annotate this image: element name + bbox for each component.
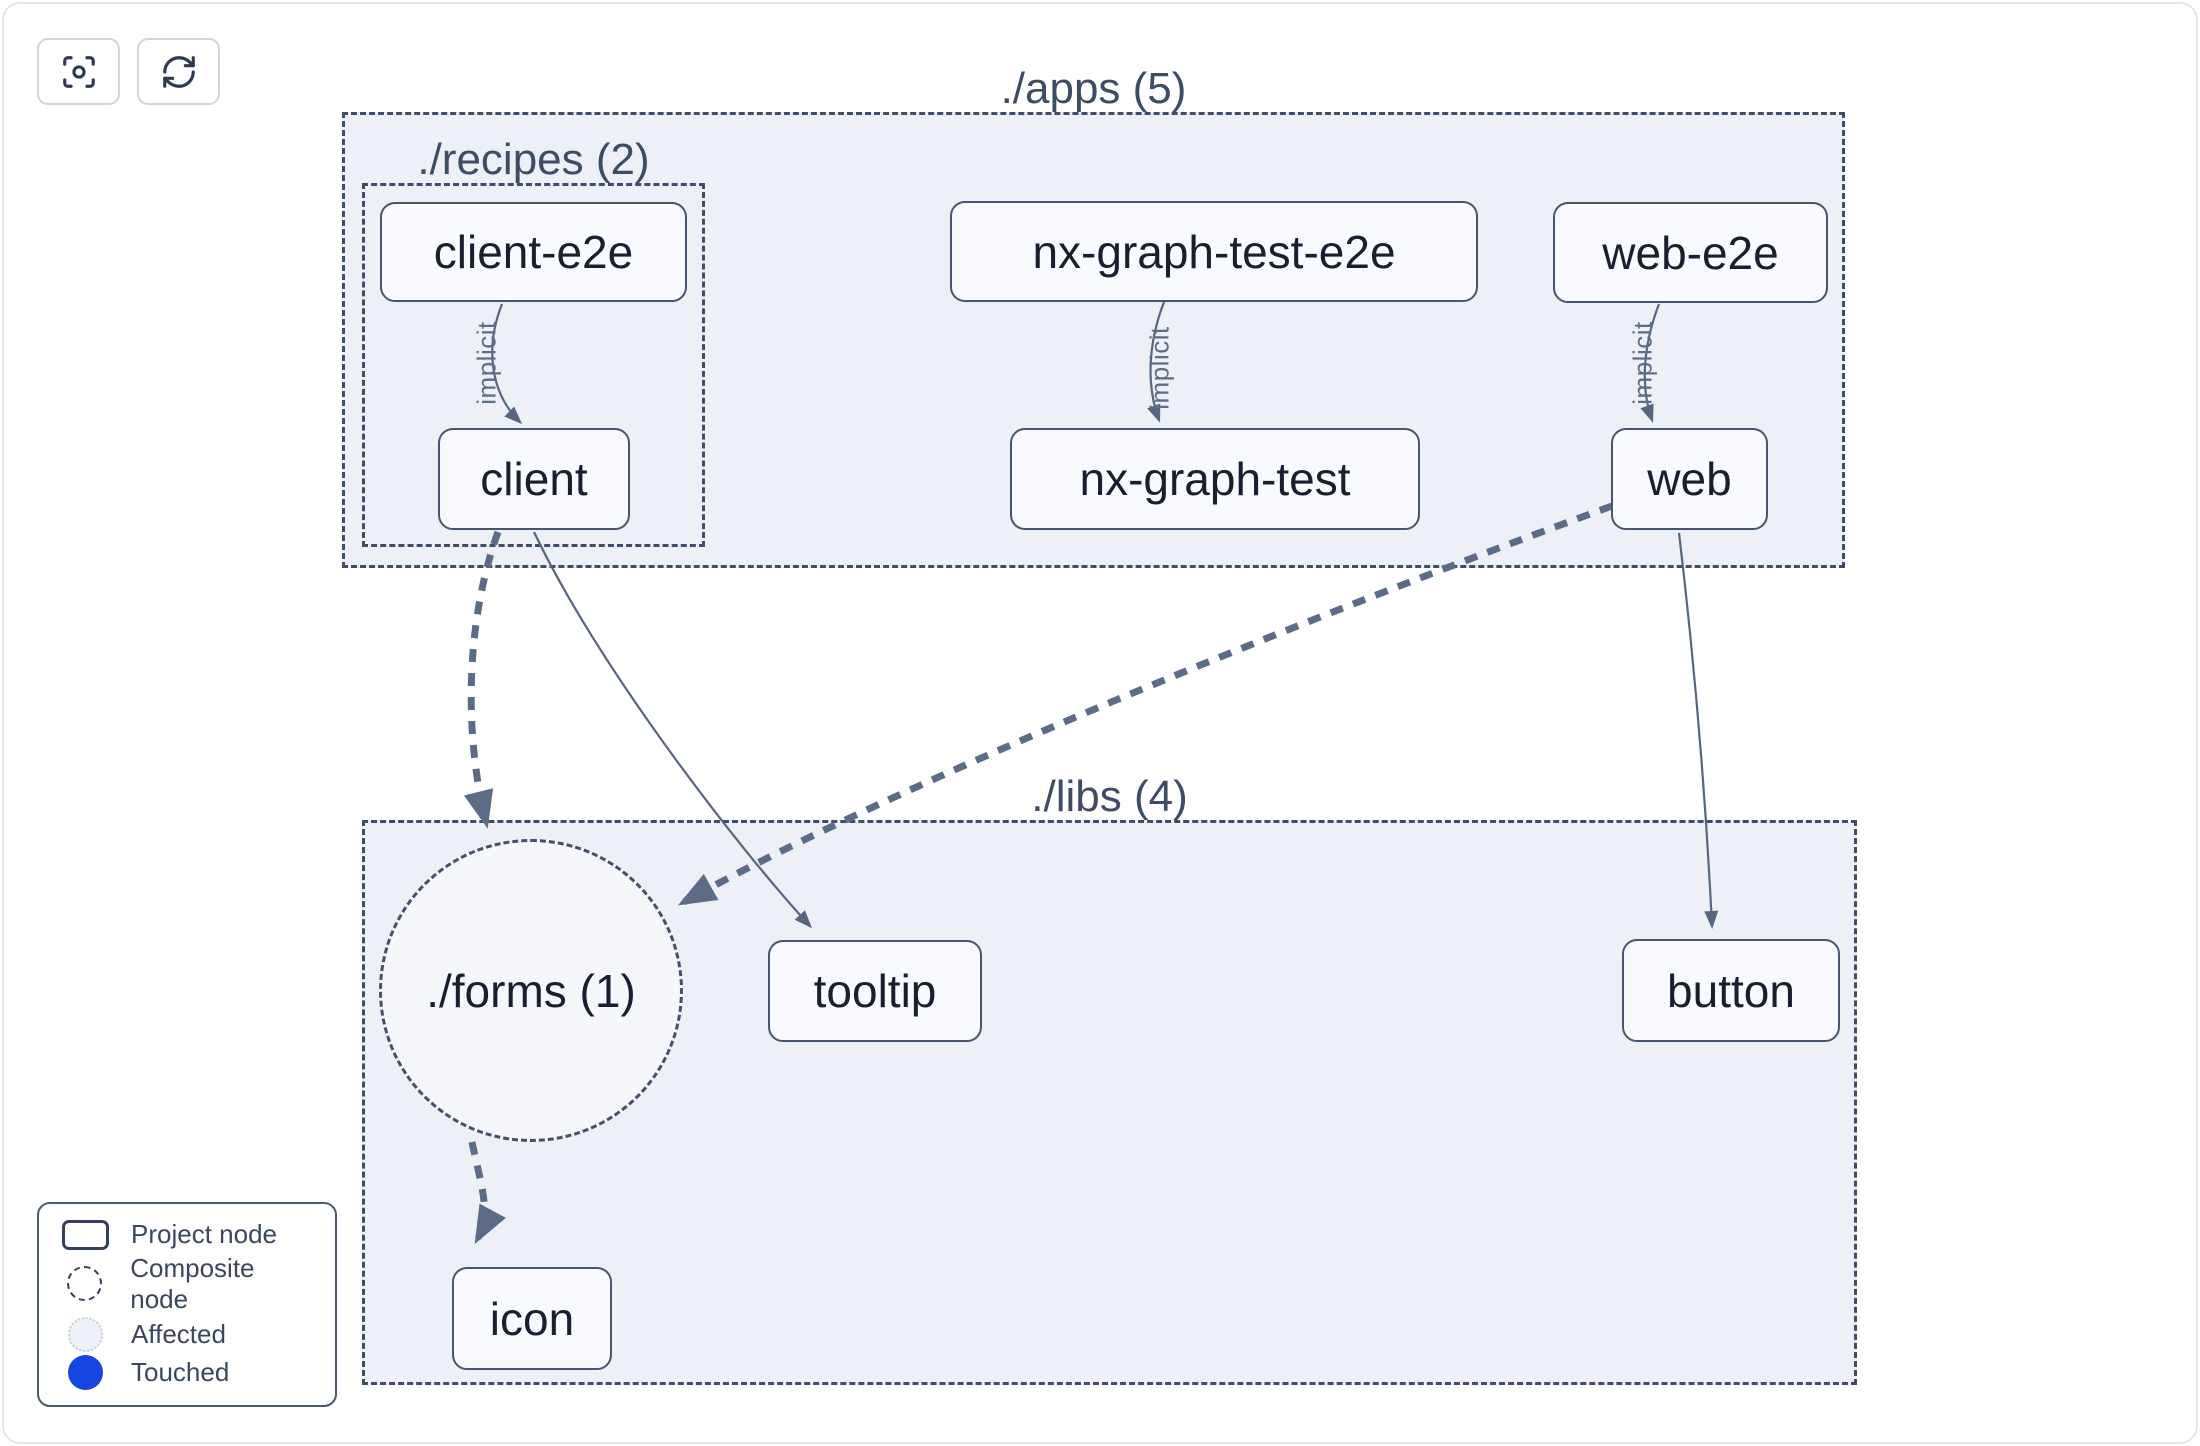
scan-focus-icon xyxy=(62,55,95,88)
edge-label-implicit-web: implicit xyxy=(1627,321,1658,405)
node-client[interactable]: client xyxy=(438,428,630,530)
group-apps-label[interactable]: ./apps (5) xyxy=(1000,64,1187,113)
node-icon[interactable]: icon xyxy=(452,1267,612,1370)
legend-label-touched: Touched xyxy=(131,1356,230,1387)
edge-client-to-tooltip xyxy=(533,531,813,929)
node-nx-graph-test[interactable]: nx-graph-test xyxy=(1010,428,1420,530)
legend-row-affected: Affected xyxy=(57,1317,317,1353)
refresh-icon xyxy=(162,55,195,88)
composite-node-forms-label: ./forms (1) xyxy=(426,964,636,1017)
node-button[interactable]: button xyxy=(1622,939,1840,1042)
node-client-e2e[interactable]: client-e2e xyxy=(380,202,687,302)
edge-web-e2e-to-web xyxy=(1640,303,1661,423)
group-recipes-label[interactable]: ./recipes (2) xyxy=(417,135,650,184)
refresh-button[interactable] xyxy=(137,38,220,105)
node-web-e2e[interactable]: web-e2e xyxy=(1553,202,1828,303)
affected-swatch-icon xyxy=(67,1317,103,1353)
composite-node-forms[interactable]: ./forms (1) xyxy=(379,839,683,1142)
touched-swatch-icon xyxy=(67,1354,103,1390)
group-recipes: ./recipes (2) xyxy=(362,135,705,547)
focus-button[interactable] xyxy=(37,38,120,105)
edge-web-to-button xyxy=(1677,532,1719,929)
legend-label-project-node: Project node xyxy=(131,1219,277,1249)
node-tooltip[interactable]: tooltip xyxy=(768,940,982,1042)
node-nx-graph-test-e2e[interactable]: nx-graph-test-e2e xyxy=(950,201,1478,302)
group-libs-label[interactable]: ./libs (4) xyxy=(1031,772,1188,821)
edge-label-implicit-client: implicit xyxy=(471,321,502,405)
legend-label-affected: Affected xyxy=(131,1319,226,1350)
edge-nx-graph-test-e2e-to-nx-graph-test xyxy=(1147,301,1166,423)
legend-row-composite-node: Composite node xyxy=(57,1253,317,1315)
legend-row-touched: Touched xyxy=(57,1354,317,1390)
node-web[interactable]: web xyxy=(1611,428,1768,530)
legend: Project node Composite node Affected Tou… xyxy=(37,1202,337,1407)
legend-label-composite-node: Composite node xyxy=(130,1252,255,1314)
edge-client-e2e-to-client xyxy=(491,303,523,425)
edge-label-implicit-nx-graph-test: implicit xyxy=(1144,326,1175,410)
edge-client-to-forms xyxy=(464,530,502,829)
edge-forms-to-icon xyxy=(468,1141,506,1245)
toolbar xyxy=(37,38,220,105)
legend-row-project-node: Project node xyxy=(57,1219,317,1250)
project-node-swatch-icon xyxy=(61,1219,109,1250)
composite-node-swatch-icon xyxy=(67,1266,103,1302)
edge-web-to-forms xyxy=(677,502,1614,906)
